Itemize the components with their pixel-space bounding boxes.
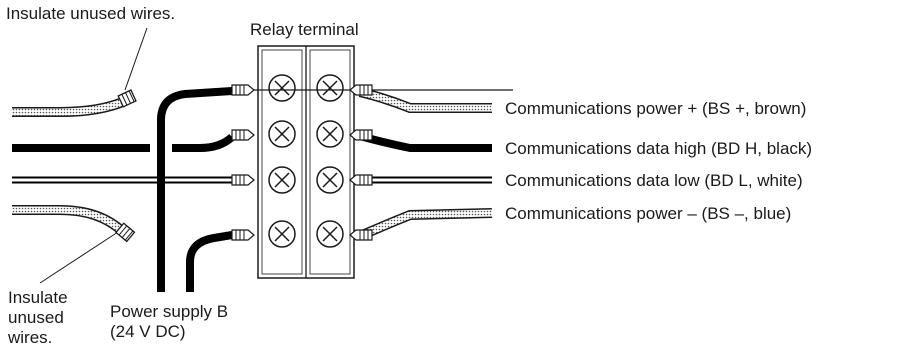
insulate-note-bottom-line2: unused [8,308,64,327]
power-supply-cable-1 [157,87,233,292]
leader-top [112,28,120,30]
screw-icon [316,74,344,102]
wire-label-bd-l: Communications data low (BD L, white) [505,171,803,190]
screw-icon [316,166,344,194]
insulate-note-bottom-line1: Insulate [8,288,68,307]
screw-icon [316,220,344,248]
wire-bd-h [358,132,492,152]
power-supply-label-line1: Power supply B [110,302,229,321]
power-supply-cable-2 [186,231,233,292]
screw-icon [268,166,296,194]
power-supply-label-line2: (24 V DC) [110,322,186,341]
right-wires [357,87,493,241]
ferrule-icon [231,84,513,241]
screw-icon [268,220,296,248]
relay-terminal-title: Relay terminal [250,20,359,39]
screw-icon [316,120,344,148]
terminal-screws [268,74,344,248]
leader-bottom [39,231,119,284]
wire-label-bs-minus: Communications power – (BS –, blue) [505,204,792,223]
screw-icon [268,120,296,148]
wire-label-bs-plus: Communications power + (BS +, brown) [505,99,807,118]
insulate-note-top: Insulate unused wires. [6,4,176,23]
left-wires [12,27,235,292]
insulate-note-bottom-line3: wires. [8,328,53,347]
wire-label-bd-h: Communications data high (BD H, black) [505,139,813,158]
ferrule-icon [115,89,137,243]
screw-icon [268,74,296,102]
